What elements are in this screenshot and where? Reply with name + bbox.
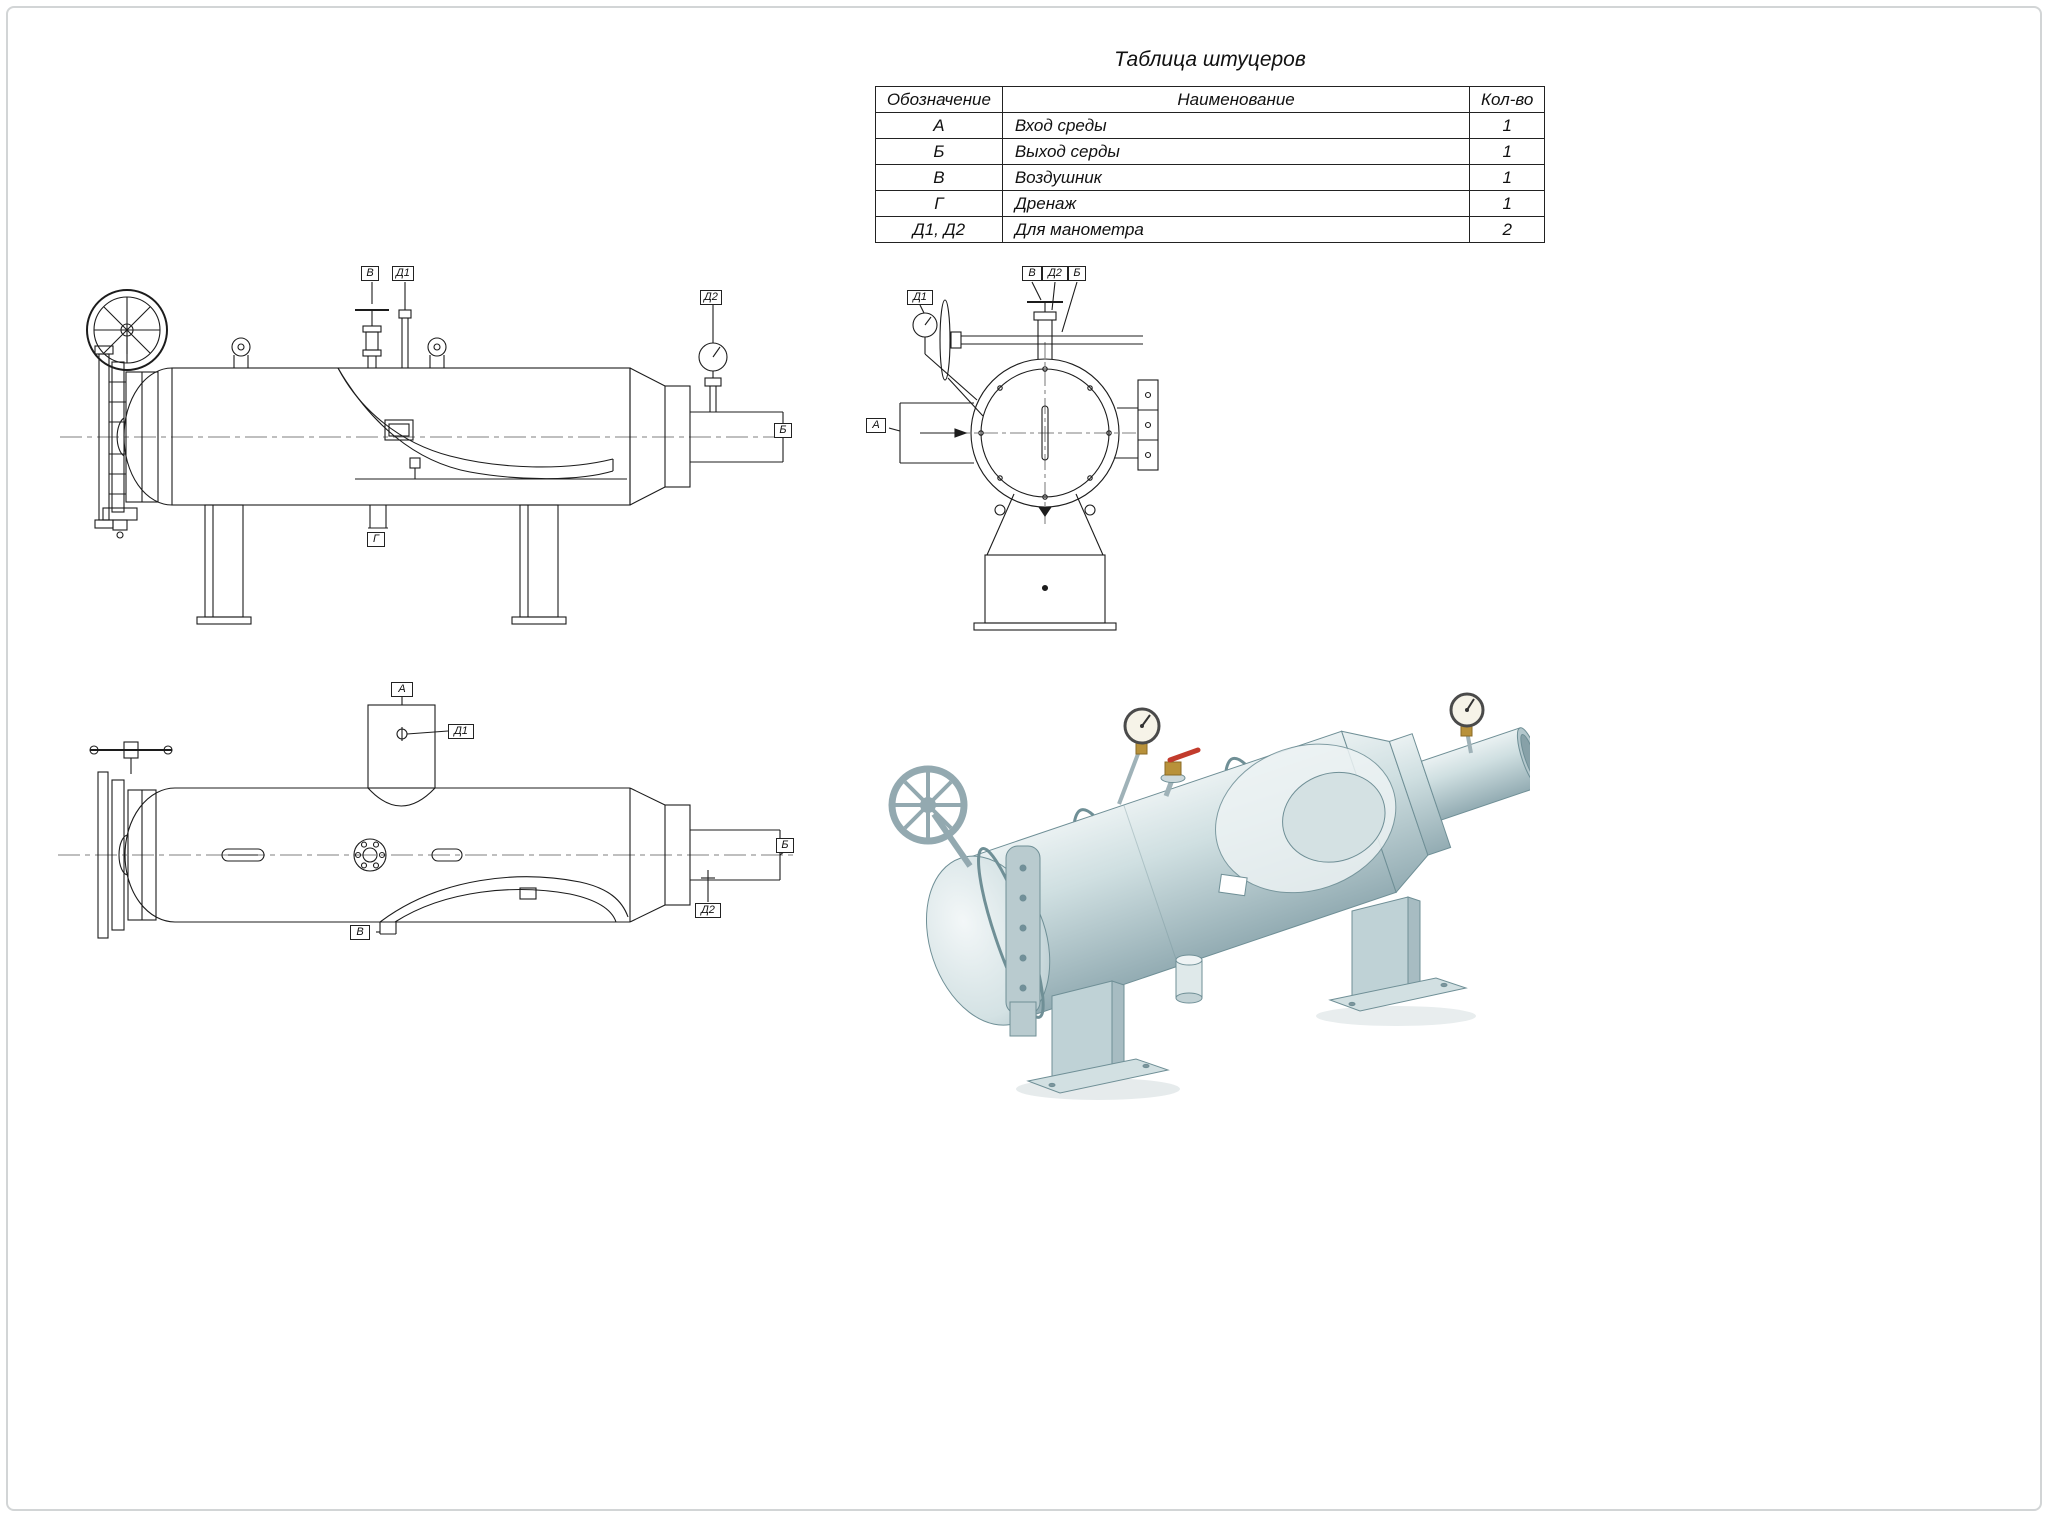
header-designation: Обозначение	[875, 86, 1003, 113]
cell-mark: Б	[875, 138, 1003, 165]
support-legs	[196, 504, 567, 625]
cell-mark: В	[875, 164, 1003, 191]
table-row: В Воздушник 1	[875, 164, 1545, 191]
cell-name: Вход среды	[1001, 112, 1471, 139]
rear-support	[1328, 896, 1468, 1012]
flag-label-gauge1: Д1	[907, 290, 933, 305]
flag-label-air: В	[361, 266, 379, 281]
flag-label-gauge2: Д2	[700, 290, 722, 305]
flag-label-gauge1: Д1	[448, 724, 474, 739]
vessel-body	[925, 727, 1530, 1026]
gauge-tap-d2	[701, 870, 715, 902]
drain-nozzle	[368, 505, 388, 529]
pressure-gauge-d2	[698, 305, 728, 412]
table-row: А Вход среды 1	[875, 112, 1545, 139]
name-tag	[1218, 873, 1248, 897]
handwheel-icon	[86, 289, 168, 371]
handwheel-edge	[939, 299, 1143, 417]
pressure-gauge-left	[1117, 707, 1161, 805]
side-view-drawing	[60, 282, 790, 625]
flag-label-outlet: Б	[774, 423, 792, 438]
handwheel-3d	[888, 765, 973, 868]
vent-valve-3d	[1160, 747, 1201, 797]
handwheel-top	[89, 741, 173, 774]
table-title: Таблица штуцеров	[1114, 48, 1306, 71]
shell-slots	[221, 848, 463, 862]
side-view: В Д1 Д2 Б Г	[55, 258, 795, 643]
center-flange	[353, 838, 387, 872]
plan-view-drawing	[58, 697, 795, 939]
flag-label-outlet: Б	[1068, 266, 1086, 281]
front-view-drawing	[888, 281, 1159, 631]
table-row: Г Дренаж 1	[875, 190, 1545, 217]
flag-label-inlet: А	[391, 682, 413, 697]
nozzle-table: Обозначение Наименование Кол-во А Вход с…	[875, 86, 1545, 243]
header-qty: Кол-во	[1469, 86, 1545, 113]
top-vent-valve	[1027, 281, 1078, 359]
vent-nozzle-v	[376, 922, 397, 935]
drain-spout	[1175, 954, 1203, 1004]
closure-clamp	[1005, 845, 1041, 1037]
lifting-lugs	[231, 337, 447, 368]
plan-view: А Д1 В Д2 Б	[50, 672, 800, 972]
cell-qty: 1	[1469, 138, 1545, 165]
side-bracket	[1114, 379, 1159, 471]
cell-mark: Д1, Д2	[875, 216, 1003, 243]
cell-name: Выход серды	[1001, 138, 1471, 165]
vessel-shell	[116, 367, 784, 506]
cell-name: Для манометра	[1001, 216, 1471, 243]
pressure-gauge-right	[1449, 692, 1485, 754]
front-view: Д1 В Д2 Б А	[862, 258, 1182, 643]
support-front	[973, 493, 1117, 631]
gauge-d1	[912, 304, 978, 401]
cell-name: Дренаж	[1001, 190, 1471, 217]
shell-flange-circle	[970, 358, 1120, 517]
flag-label-outlet: Б	[776, 838, 794, 853]
cell-name: Воздушник	[1001, 164, 1471, 191]
table-row: Д1, Д2 Для манометра 2	[875, 216, 1545, 243]
internal-element	[379, 876, 629, 923]
cell-qty: 1	[1469, 164, 1545, 191]
nozzle-table-block: Таблица штуцеров Обозначение Наименовани…	[875, 48, 1545, 243]
cell-qty: 2	[1469, 216, 1545, 243]
table-row: Б Выход серды 1	[875, 138, 1545, 165]
closure-assembly	[97, 771, 157, 939]
closure-assembly	[94, 345, 159, 539]
flag-label-air: В	[350, 925, 370, 940]
gauge-nozzle-d1	[398, 282, 412, 368]
iso-view-render	[888, 692, 1530, 1100]
flag-label-gauge2: Д2	[695, 903, 721, 918]
cell-mark: А	[875, 112, 1003, 139]
iso-view	[860, 668, 1530, 1108]
cell-qty: 1	[1469, 190, 1545, 217]
flag-label-inlet: А	[866, 418, 886, 433]
inlet-nozzle-a	[888, 402, 974, 464]
inlet-branch-a	[367, 697, 449, 807]
internal-element	[337, 367, 627, 480]
vent-valve	[355, 282, 389, 368]
flag-label-gauge1: Д1	[392, 266, 414, 281]
flag-label-air: В	[1022, 266, 1042, 281]
cell-qty: 1	[1469, 112, 1545, 139]
front-support	[1026, 980, 1170, 1094]
header-name: Наименование	[1001, 86, 1471, 113]
flag-label-gauge2: Д2	[1042, 266, 1068, 281]
cell-mark: Г	[875, 190, 1003, 217]
flag-label-drain: Г	[367, 532, 385, 547]
table-header-row: Обозначение Наименование Кол-во	[875, 86, 1545, 113]
